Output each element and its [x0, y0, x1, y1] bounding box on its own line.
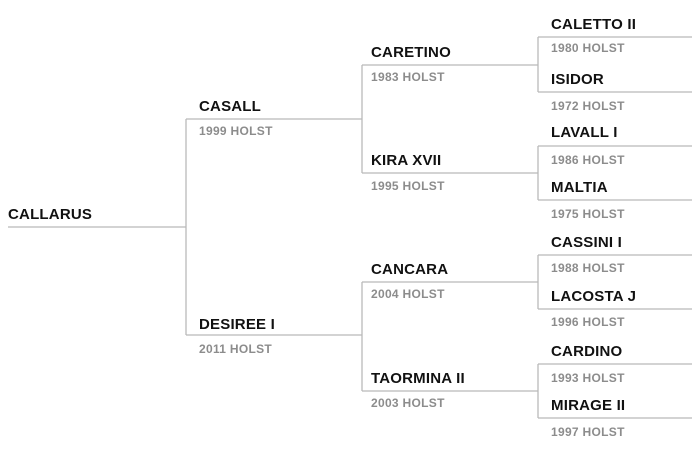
gen3-name-1: CALETTO II [551, 16, 637, 33]
gen3-name-5: CASSINI I [551, 234, 622, 251]
gen3-meta-7: 1993 HOLST [551, 371, 625, 385]
sire-dam-name: KIRA XVII [371, 152, 442, 169]
dam-dam-name: TAORMINA II [371, 370, 465, 387]
root-horse-name: CALLARUS [8, 206, 93, 223]
gen3-name-8: MIRAGE II [551, 397, 626, 414]
gen3-name-6: LACOSTA J [551, 288, 637, 305]
gen3-name-7: CARDINO [551, 343, 623, 360]
sire-sire-meta: 1983 HOLST [371, 70, 445, 84]
sire-sire-name: CARETINO [371, 44, 451, 61]
dam-name: DESIREE I [199, 316, 275, 333]
gen3-name-2: ISIDOR [551, 71, 604, 88]
dam-sire-meta: 2004 HOLST [371, 287, 445, 301]
gen3-meta-8: 1997 HOLST [551, 425, 625, 439]
connector-group [8, 36, 692, 419]
gen3-meta-1: 1980 HOLST [551, 41, 625, 55]
dam-dam-meta: 2003 HOLST [371, 396, 445, 410]
gen3-meta-6: 1996 HOLST [551, 315, 625, 329]
dam-meta: 2011 HOLST [199, 342, 273, 356]
gen3-name-3: LAVALL I [551, 124, 618, 141]
gen3-meta-5: 1988 HOLST [551, 261, 625, 275]
gen3-meta-3: 1986 HOLST [551, 153, 625, 167]
sire-name: CASALL [199, 98, 262, 115]
dam-sire-name: CANCARA [371, 261, 449, 278]
gen3-meta-4: 1975 HOLST [551, 207, 625, 221]
sire-dam-meta: 1995 HOLST [371, 179, 445, 193]
gen3-meta-2: 1972 HOLST [551, 99, 625, 113]
sire-meta: 1999 HOLST [199, 124, 273, 138]
gen3-name-4: MALTIA [551, 179, 608, 196]
